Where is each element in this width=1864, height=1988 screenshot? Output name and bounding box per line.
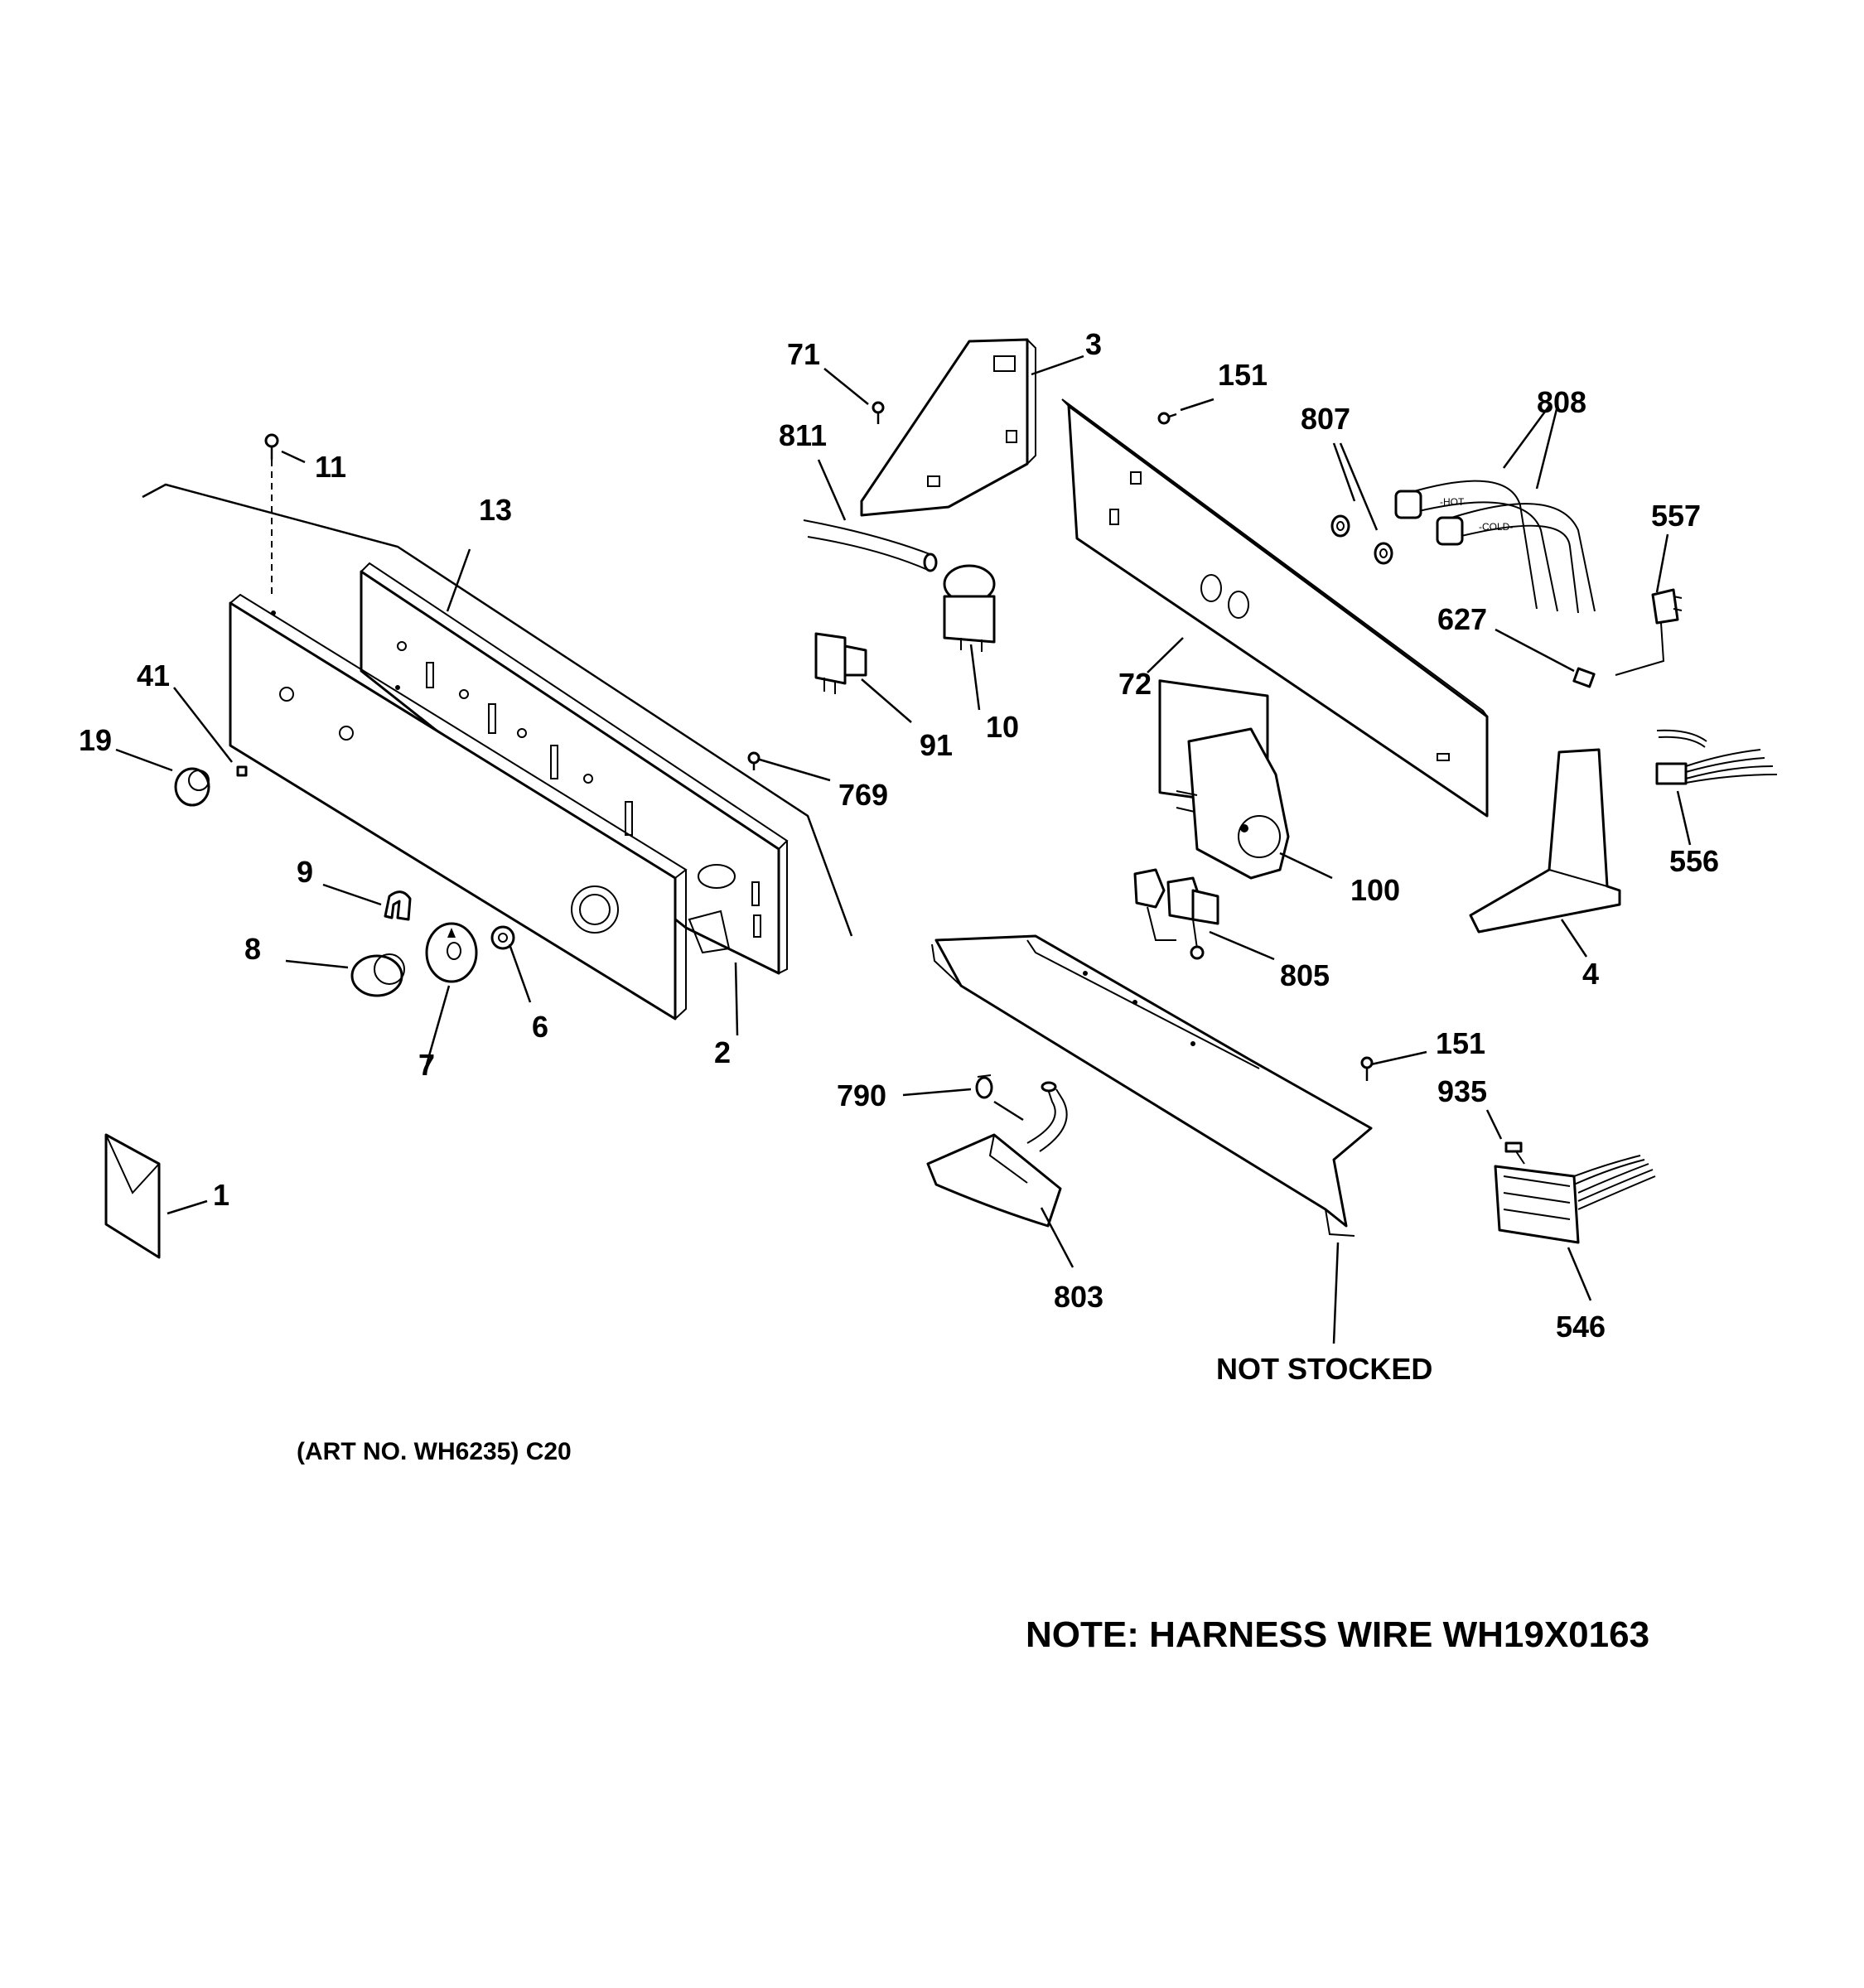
cold-hose-label: -COLD- [1479, 521, 1513, 533]
callout-13: 13 [479, 493, 512, 527]
callout-9: 9 [297, 855, 313, 889]
part-nut-6 [490, 925, 515, 950]
callout-72: 72 [1118, 667, 1152, 701]
callout-811: 811 [779, 418, 827, 452]
not-stocked-label: NOT STOCKED [1216, 1352, 1432, 1386]
part-connector-627 [1572, 667, 1596, 688]
part-dial-7 [425, 922, 478, 983]
callout-556: 556 [1669, 844, 1719, 878]
callout-557: 557 [1651, 499, 1701, 533]
part-screw-71 [872, 401, 885, 424]
art-number: (ART NO. WH6235) C20 [297, 1438, 572, 1465]
part-end-cap-left [860, 338, 1036, 517]
part-clip-9 [384, 890, 412, 921]
panel-outline-line [142, 483, 853, 937]
callout-labels: 1 2 3 4 6 7 8 9 10 11 13 19 41 71 72 91 … [79, 327, 1719, 1344]
part-switch-91 [814, 632, 867, 694]
callout-808: 808 [1537, 385, 1586, 419]
part-clamp-790 [975, 1074, 993, 1099]
hot-hose-label: -HOT- [1440, 496, 1467, 508]
part-plug-557 [1615, 588, 1683, 676]
part-control-panel [229, 593, 688, 1021]
callout-41: 41 [137, 659, 170, 692]
part-end-cap-right [1469, 748, 1621, 934]
part-washers-807 [1330, 514, 1393, 565]
callout-151-top: 151 [1218, 358, 1268, 392]
callout-769: 769 [838, 778, 888, 812]
part-harness-546 [1494, 1141, 1656, 1244]
callout-6: 6 [532, 1010, 548, 1044]
part-timer-100 [1176, 727, 1290, 880]
part-hose-811 [803, 519, 938, 572]
callout-2: 2 [714, 1035, 731, 1069]
part-water-valve-805 [1133, 868, 1219, 960]
callout-1: 1 [213, 1178, 229, 1212]
harness-note: NOTE: HARNESS WIRE WH19X0163 [1026, 1614, 1649, 1655]
callout-10: 10 [986, 710, 1019, 744]
part-base-panel [931, 934, 1373, 1237]
part-fill-hoses-808: -HOT- -COLD- [1394, 480, 1596, 614]
callout-627: 627 [1437, 602, 1487, 636]
callout-71: 71 [787, 337, 820, 371]
callout-3: 3 [1085, 327, 1102, 361]
callout-803: 803 [1054, 1280, 1103, 1314]
callout-546: 546 [1556, 1310, 1606, 1344]
part-screw-151-bottom [1360, 1056, 1374, 1081]
part-knob-19 [174, 767, 210, 807]
callout-807: 807 [1301, 402, 1350, 436]
callout-11: 11 [315, 450, 346, 484]
callout-4: 4 [1582, 957, 1599, 991]
part-pressure-switch [943, 564, 996, 652]
part-rear-panel [1061, 398, 1489, 818]
callout-7: 7 [418, 1048, 435, 1082]
part-terminal-556 [1655, 729, 1778, 785]
callout-91: 91 [920, 728, 953, 762]
callout-151-bottom: 151 [1436, 1026, 1485, 1060]
part-clip-41 [236, 765, 248, 777]
callout-790: 790 [837, 1078, 886, 1112]
part-dispenser-803 [926, 1081, 1068, 1228]
callout-935: 935 [1437, 1074, 1487, 1108]
part-screw-151-top [1157, 412, 1177, 425]
leader-lines [115, 355, 1692, 1344]
part-envelope [104, 1133, 161, 1259]
part-control-panel-bracket [360, 562, 789, 975]
part-screw-769 [747, 751, 761, 770]
callout-100: 100 [1350, 873, 1400, 907]
part-knob-8 [350, 953, 405, 997]
callout-805: 805 [1280, 958, 1330, 992]
callout-19: 19 [79, 723, 112, 757]
callout-8: 8 [244, 932, 261, 966]
part-screw-11 [264, 433, 279, 460]
